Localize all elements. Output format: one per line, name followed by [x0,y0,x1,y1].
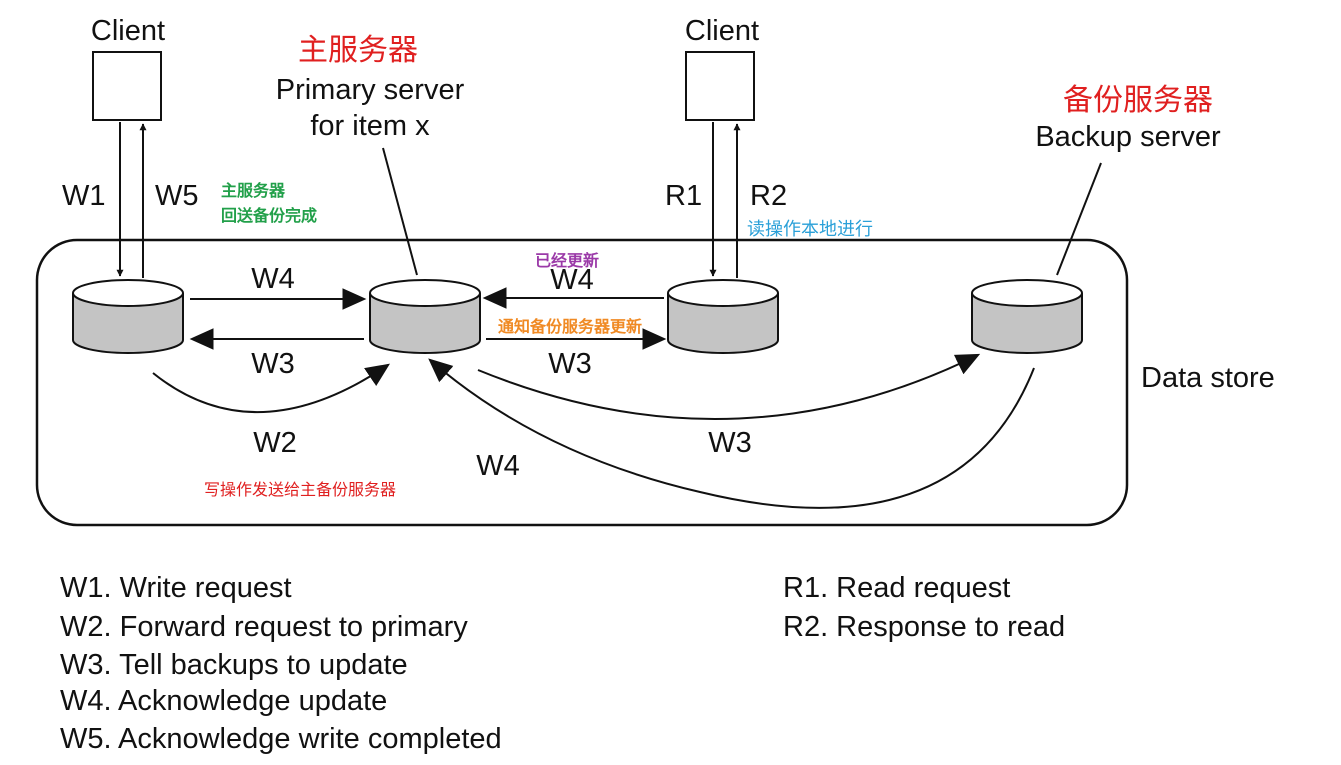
annotation-updated: 已经更新 [535,251,599,270]
annotation-primary-ack-line2: 回送备份完成 [221,206,317,225]
client-left-label: Client [91,15,165,47]
primary-server-cn-label: 主服务器 [298,33,418,68]
client-right-box [685,51,755,121]
disk-right-backup [667,279,779,354]
disk-primary-server [369,279,481,354]
legend-item-w3: W3. Tell backups to update [60,649,408,681]
legend-item-w2: W2. Forward request to primary [60,611,468,643]
edge-label-r1: R1 [665,180,702,212]
primary-server-en-line2: for item x [310,110,430,142]
primary-server-en-line1: Primary server [276,74,465,106]
backup-server-cn-label: 备份服务器 [1063,83,1213,118]
annotation-notify-backup: 通知备份服务器更新 [498,317,642,336]
legend-item-r1: R1. Read request [783,572,1010,604]
legend-item-w5: W5. Acknowledge write completed [60,723,502,755]
primary-server-pointer [382,147,418,276]
legend-item-r2: R2. Response to read [783,611,1065,643]
edge-label-w2: W2 [253,427,297,459]
edge-label-w4-mid-right: W4 [550,264,594,296]
legend-item-w1: W1. Write request [60,572,292,604]
edge-label-w3-bottom: W3 [708,427,752,459]
legend-left: W1. Write request W2. Forward request to… [60,572,502,755]
disk-left-backup [72,279,184,354]
w4-curve-arrow [428,358,1035,509]
client-right-label: Client [685,15,759,47]
edge-label-w3-mid-right: W3 [548,348,592,380]
edge-label-w1: W1 [62,180,106,212]
edge-label-r2: R2 [750,180,787,212]
client-left-box [92,51,162,121]
annotation-primary-ack-line1: 主服务器 [221,181,286,200]
legend-right: R1. Read request R2. Response to read [783,572,1065,643]
backup-server-en-label: Backup server [1035,121,1221,153]
annotation-write-forward: 写操作发送给主备份服务器 [204,480,396,499]
backup-server-pointer [1056,162,1102,276]
w2-curve-arrow [152,363,390,414]
annotation-read-local: 读操作本地进行 [747,219,873,240]
edge-label-w4-bottom: W4 [476,450,520,482]
data-store-label: Data store [1141,362,1275,394]
disk-backup-server [971,279,1083,354]
edge-label-w3-mid-left: W3 [251,348,295,380]
w3-curve-arrow [477,353,981,420]
edge-label-w5: W5 [155,180,199,212]
data-store-boundary [35,238,1129,527]
legend-item-w4: W4. Acknowledge update [60,685,387,717]
edge-label-w4-top-left: W4 [251,263,295,295]
